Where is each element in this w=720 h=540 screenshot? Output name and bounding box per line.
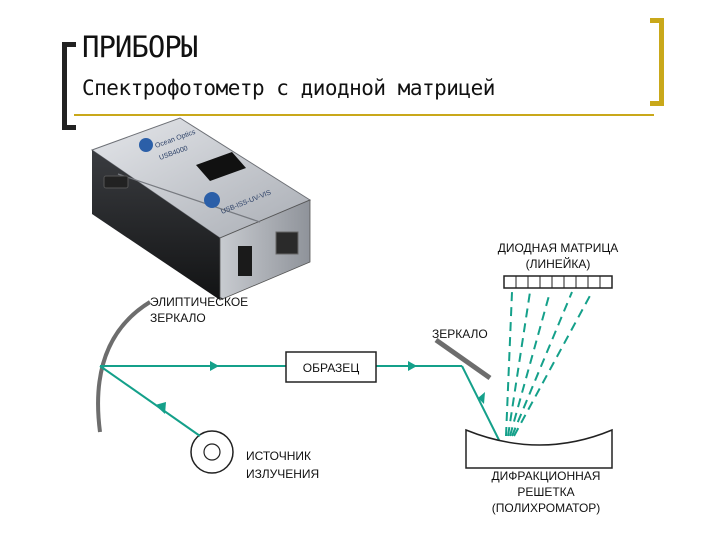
grating-label-line3: (ПОЛИХРОМАТОР) bbox=[492, 501, 601, 515]
diffraction-grating-shape bbox=[465, 428, 613, 469]
radiation-source bbox=[190, 430, 234, 474]
light-beam-path bbox=[99, 365, 501, 443]
beam-arrow-4 bbox=[478, 392, 485, 404]
source-label-line2: ИЗЛУЧЕНИЯ bbox=[246, 467, 319, 481]
diode-array-label-line2: (ЛИНЕЙКА) bbox=[526, 256, 591, 271]
diode-array bbox=[503, 275, 613, 289]
sample-label: ОБРАЗЕЦ bbox=[303, 361, 360, 375]
title-underline bbox=[74, 114, 654, 116]
elliptic-mirror-label-line2: ЗЕРКАЛО bbox=[150, 311, 206, 325]
right-bracket-decoration bbox=[650, 18, 664, 106]
page-title: ПРИБОРЫ bbox=[82, 30, 198, 64]
grating-label-line2: РЕШЕТКА bbox=[517, 485, 574, 499]
beam-arrow-3 bbox=[408, 361, 417, 371]
diffracted-rays bbox=[505, 291, 593, 437]
page-subtitle: Спектрофотометр с диодной матрицей bbox=[82, 76, 495, 100]
flat-mirror-shape bbox=[434, 337, 492, 381]
sample-box bbox=[285, 351, 377, 383]
elliptic-mirror-shape bbox=[96, 300, 152, 433]
beam-arrow-1 bbox=[155, 402, 166, 414]
beam-arrow-2 bbox=[210, 361, 219, 371]
elliptic-mirror-label-line1: ЭЛИПТИЧЕСКОЕ bbox=[150, 295, 248, 309]
spectrometer-device-image: Ocean Optics USB4000 USB-ISS-UV-VIS bbox=[90, 117, 312, 301]
grating-label-line1: ДИФРАКЦИОННАЯ bbox=[492, 469, 601, 483]
source-label-line1: ИСТОЧНИК bbox=[246, 449, 311, 463]
mirror-label: ЗЕРКАЛО bbox=[432, 327, 488, 341]
left-bracket-decoration bbox=[62, 42, 76, 130]
diode-array-label-line1: ДИОДНАЯ МАТРИЦА bbox=[498, 241, 619, 255]
